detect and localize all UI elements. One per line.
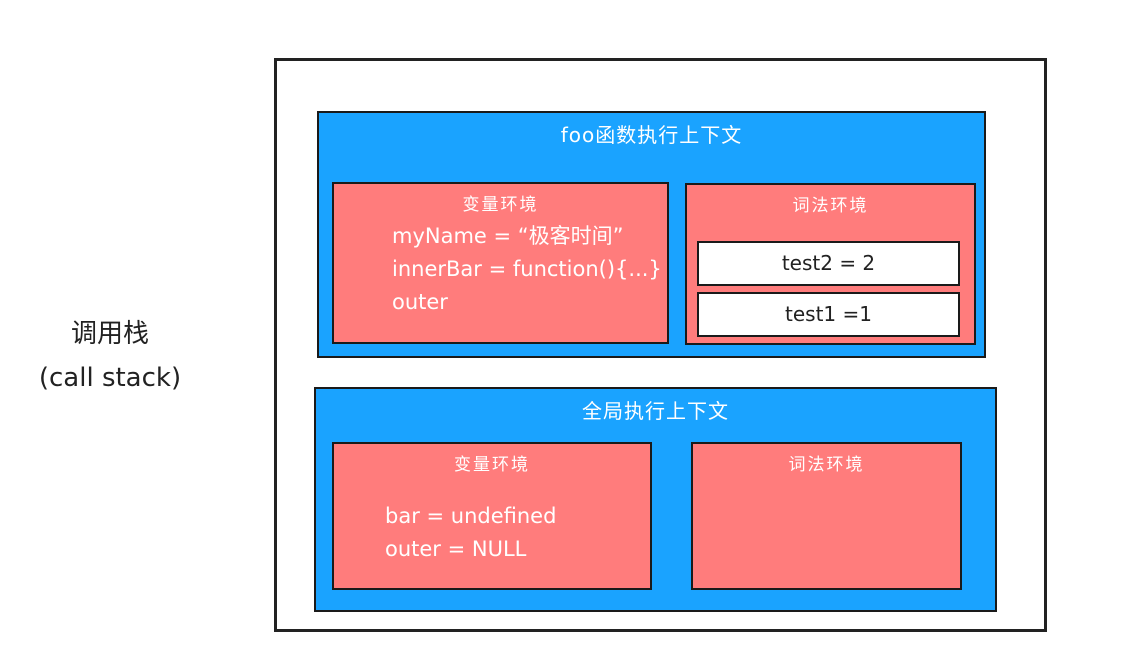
foo-variable-env-title: 变量环境 [462,195,539,215]
global-lexical-environment: 词法环境 [691,442,962,590]
foo-variable-environment: 变量环境 myName = “极客时间” innerBar = function… [332,182,669,344]
foo-variable-env-lines: myName = “极客时间” innerBar = function(){..… [392,220,662,319]
global-context-title: 全局执行上下文 [582,399,729,423]
global-lexical-env-title: 词法环境 [788,455,865,475]
global-var-line-outer: outer = NULL [385,537,527,561]
global-variable-env-title: 变量环境 [454,455,530,475]
foo-context-title: foo函数执行上下文 [560,123,743,147]
call-stack-label-en: (call stack) [38,363,182,393]
lexical-slot-test1: test1 =1 [697,292,960,337]
foo-lexical-env-title: 词法环境 [792,196,869,216]
global-var-line-bar: bar = undefined [385,504,557,528]
call-stack-label-cn: 调用栈 [70,319,149,349]
foo-var-line-myname: myName = “极客时间” [392,224,624,248]
foo-var-line-innerbar: innerBar = function(){...} [392,257,662,281]
lexical-slot-test2: test2 = 2 [697,241,960,286]
global-variable-env-lines: bar = undefined outer = NULL [385,500,556,566]
call-stack-label: 调用栈 (call stack) [20,312,200,400]
foo-var-line-outer: outer [392,290,448,314]
global-variable-environment: 变量环境 bar = undefined outer = NULL [332,442,652,590]
